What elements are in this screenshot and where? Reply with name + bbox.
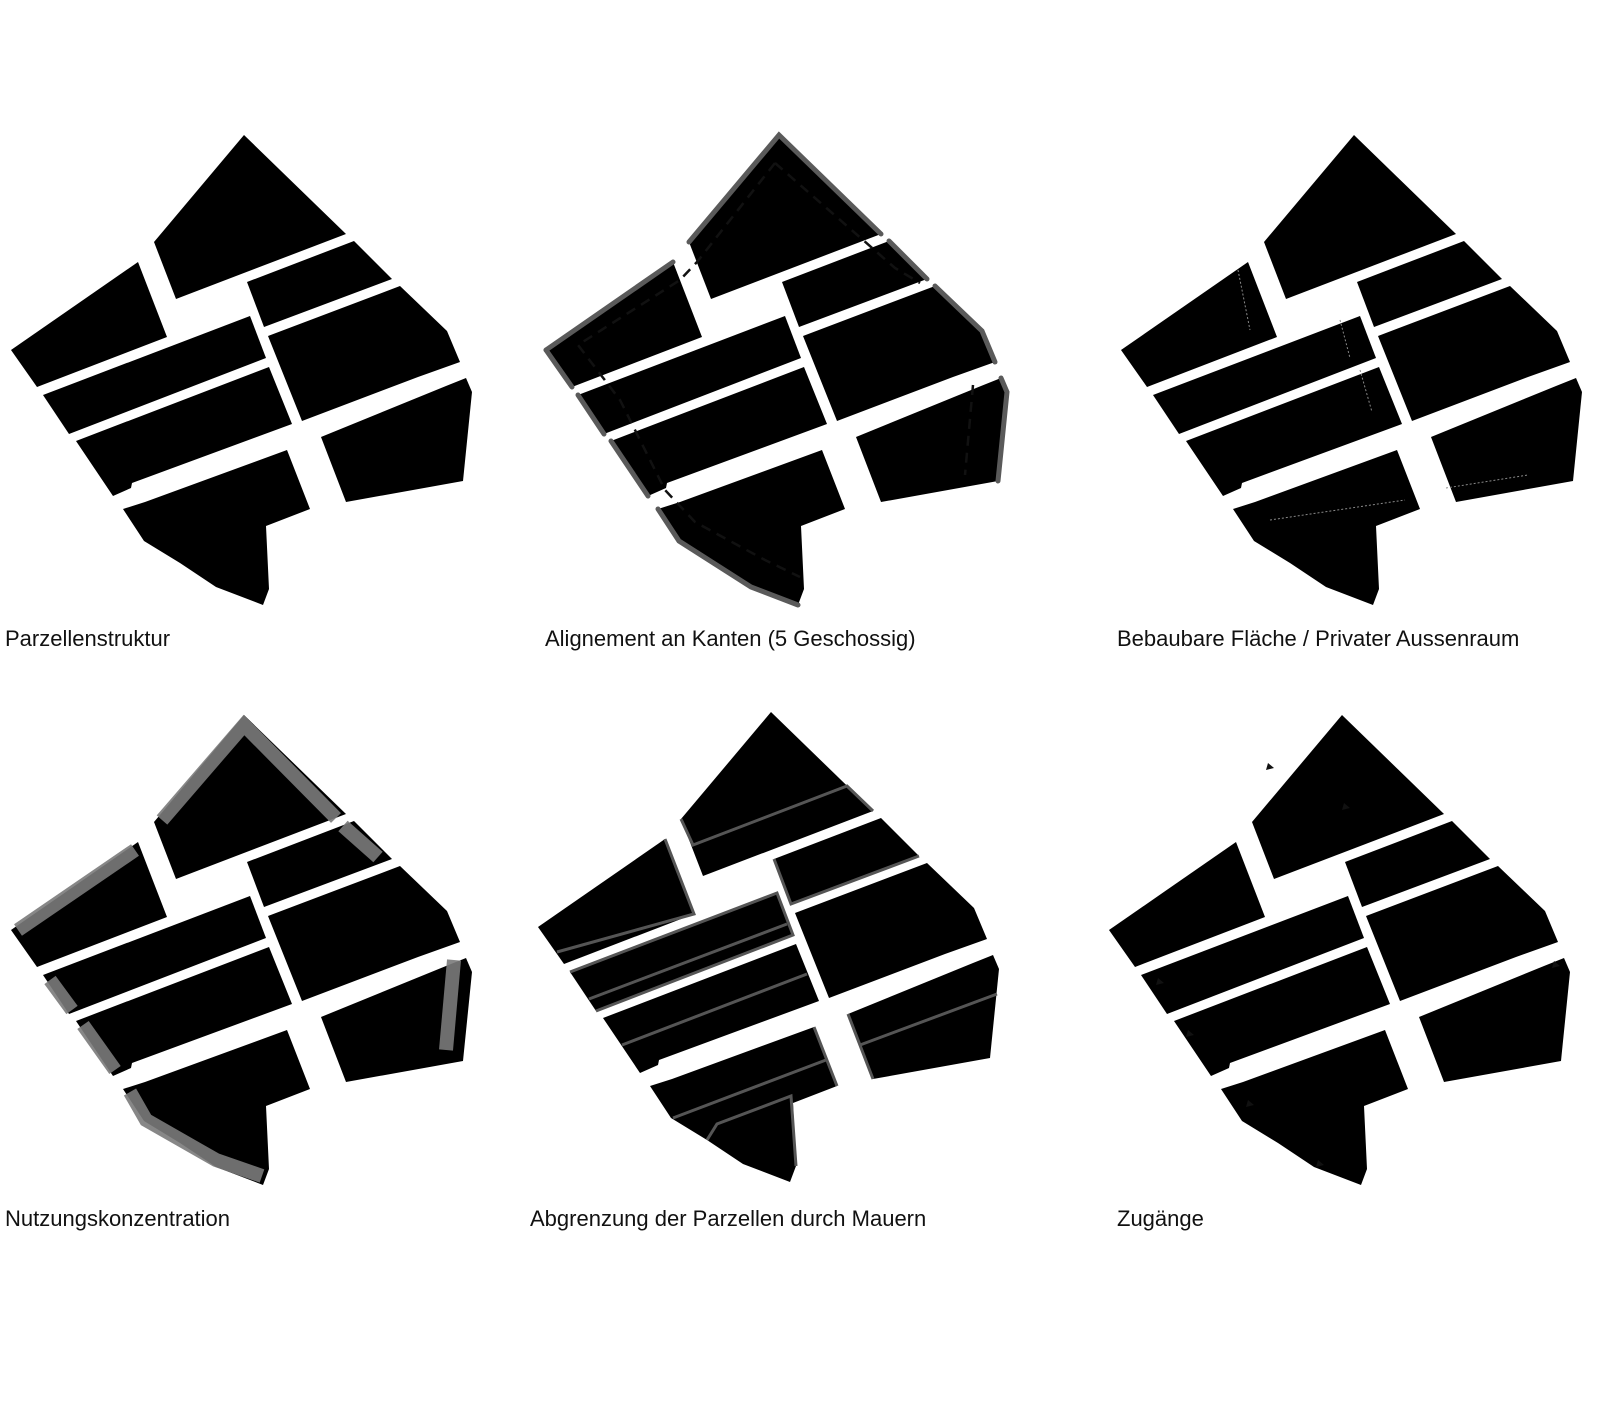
diagram-abgrenzung-mauern: [538, 712, 999, 1182]
diagram-nutzungskonzentration: [11, 714, 472, 1185]
label-alignement: Alignement an Kanten (5 Geschossig): [545, 626, 916, 651]
dotted-boundaries: [1237, 269, 1529, 521]
walls: [556, 784, 998, 1167]
diagram-zugaenge: [1109, 715, 1570, 1185]
label-zugaenge: Zugänge: [1117, 1206, 1204, 1231]
diagram-alignement: [543, 131, 1010, 608]
label-parzellenstruktur: Parzellenstruktur: [5, 626, 171, 651]
label-bebaubare-flaeche: Bebaubare Fläche / Privater Aussenraum: [1117, 626, 1520, 651]
usage-bands: [14, 714, 461, 1183]
thick-edges: [543, 131, 1010, 608]
diagram-parzellenstruktur: [11, 135, 472, 605]
label-nutzungskonzentration: Nutzungskonzentration: [5, 1206, 231, 1231]
dashed-alignment-line: [576, 162, 975, 579]
label-abgrenzung: Abgrenzung der Parzellen durch Mauern: [530, 1206, 927, 1231]
access-markers: [1156, 763, 1560, 1167]
diagram-bebaubare-flaeche: [1121, 135, 1582, 605]
